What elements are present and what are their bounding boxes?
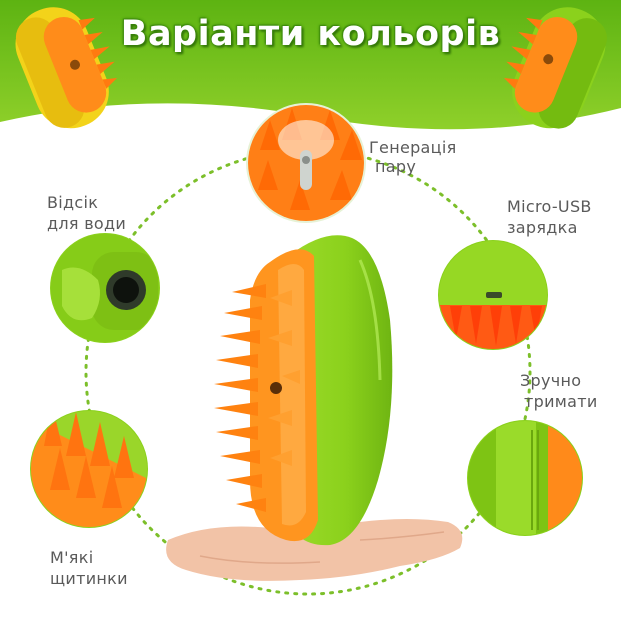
yellow-variant-image [15,7,117,129]
feature-label-steam: Генерація пару [369,138,457,176]
green-variant-image [504,7,607,129]
title-banner [0,0,621,130]
feature-label-soft: М'які щитинки [50,548,128,588]
page-title: Варіанти кольорів [120,14,501,54]
feature-label-water: Відсік для води [47,193,127,233]
feature-label-grip: Зручно тримати [520,371,598,411]
feature-label-usb: Micro-USB зарядка [507,197,592,237]
